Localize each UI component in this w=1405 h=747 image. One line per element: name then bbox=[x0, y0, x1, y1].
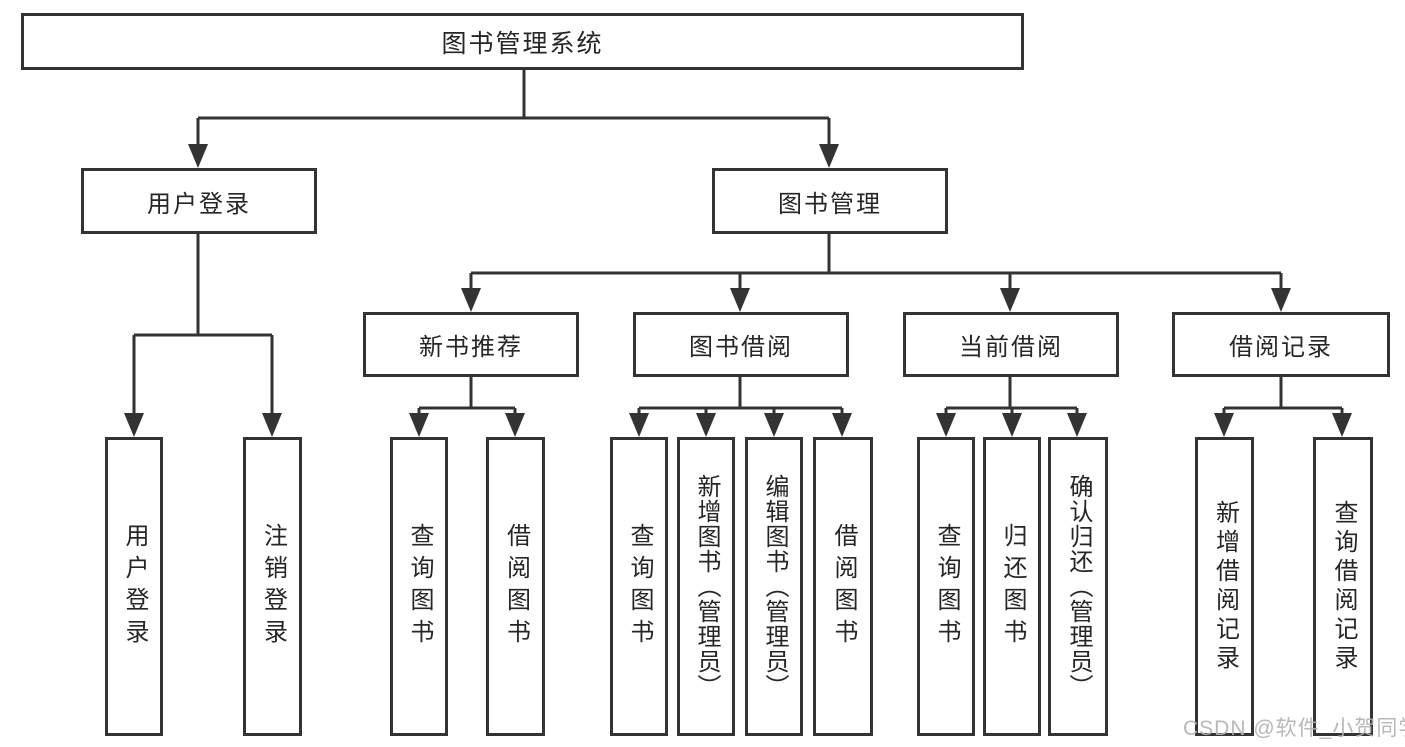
node-label: 注销登录 bbox=[259, 522, 287, 651]
node-label: 编辑图书（管理员） bbox=[761, 474, 788, 699]
leaf-confirm-return-admin: 确认归还（管理员） bbox=[1048, 437, 1108, 736]
arrowhead bbox=[1002, 413, 1022, 437]
arrowhead bbox=[262, 413, 282, 437]
node-label: 借阅图书 bbox=[502, 522, 530, 651]
leaf-query-books-1: 查询图书 bbox=[390, 437, 448, 736]
arrowhead bbox=[505, 413, 525, 437]
arrowhead bbox=[1214, 413, 1234, 437]
leaf-query-books-3: 查询图书 bbox=[917, 437, 975, 736]
wire-root-to-level2 bbox=[196, 70, 831, 146]
arrowhead bbox=[409, 413, 429, 437]
leaf-return-books: 归还图书 bbox=[983, 437, 1041, 736]
node-label: 借阅图书 bbox=[830, 522, 857, 651]
node-label: 图书管理系统 bbox=[441, 29, 604, 58]
node-label: 查询图书 bbox=[406, 522, 433, 651]
leaf-edit-books-admin: 编辑图书（管理员） bbox=[745, 437, 803, 736]
leaf-add-books-admin: 新增图书（管理员） bbox=[677, 437, 735, 736]
arrowhead bbox=[832, 413, 852, 437]
wire-book-mgmt-subtree bbox=[469, 233, 1283, 290]
leaf-query-borrow-record: 查询借阅记录 bbox=[1313, 437, 1373, 736]
arrowhead bbox=[629, 413, 649, 437]
node-book-management-branch: 图书管理 bbox=[712, 168, 948, 234]
node-label: 查询图书 bbox=[626, 522, 653, 651]
node-label: 归还图书 bbox=[999, 522, 1026, 651]
node-new-book-recommend: 新书推荐 bbox=[363, 312, 579, 377]
leaf-user-login: 用户登录 bbox=[105, 437, 163, 736]
node-label: 图书管理 bbox=[778, 190, 882, 218]
leaf-query-books-2: 查询图书 bbox=[610, 437, 668, 736]
wire-book-borrow-subtree bbox=[637, 376, 844, 415]
node-current-borrowing: 当前借阅 bbox=[903, 312, 1119, 377]
leaf-borrow-books-1: 借阅图书 bbox=[486, 437, 545, 736]
arrowhead bbox=[1067, 413, 1087, 437]
node-label: 借阅记录 bbox=[1229, 334, 1333, 361]
node-label: 图书借阅 bbox=[689, 334, 793, 361]
arrowhead bbox=[730, 288, 750, 312]
csdn-watermark: CSDN @软件_小贺同学 bbox=[1183, 717, 1405, 740]
leaf-logout: 注销登录 bbox=[243, 437, 302, 736]
node-label: 用户登录 bbox=[121, 522, 148, 651]
node-book-borrowing: 图书借阅 bbox=[633, 312, 849, 377]
node-label: 查询借阅记录 bbox=[1330, 499, 1357, 674]
arrowhead bbox=[188, 144, 208, 168]
wire-borrow-records-subtree bbox=[1222, 376, 1344, 415]
node-label: 新书推荐 bbox=[419, 334, 523, 361]
arrowhead bbox=[819, 144, 839, 168]
arrowhead bbox=[764, 413, 784, 437]
arrowhead bbox=[1000, 288, 1020, 312]
node-label: 当前借阅 bbox=[959, 334, 1063, 361]
wire-new-books-subtree bbox=[417, 376, 517, 415]
node-library-management-system: 图书管理系统 bbox=[21, 13, 1024, 70]
node-label: 用户登录 bbox=[147, 190, 251, 218]
node-label: 新增图书（管理员） bbox=[693, 474, 720, 699]
node-label: 查询图书 bbox=[933, 522, 960, 651]
node-label: 新增借阅记录 bbox=[1211, 499, 1239, 674]
node-borrowing-records: 借阅记录 bbox=[1172, 312, 1390, 377]
wire-current-borrow-subtree bbox=[944, 376, 1079, 415]
arrowhead bbox=[461, 288, 481, 312]
arrowhead bbox=[936, 413, 956, 437]
leaf-add-borrow-record: 新增借阅记录 bbox=[1195, 437, 1254, 736]
leaf-borrow-books-2: 借阅图书 bbox=[813, 437, 873, 736]
node-label: 确认归还（管理员） bbox=[1065, 474, 1092, 699]
node-user-login-branch: 用户登录 bbox=[81, 168, 317, 234]
arrowhead bbox=[124, 413, 144, 437]
arrowhead bbox=[1271, 288, 1291, 312]
wire-user-login-subtree bbox=[132, 233, 274, 415]
arrowhead bbox=[696, 413, 716, 437]
arrowhead bbox=[1332, 413, 1352, 437]
